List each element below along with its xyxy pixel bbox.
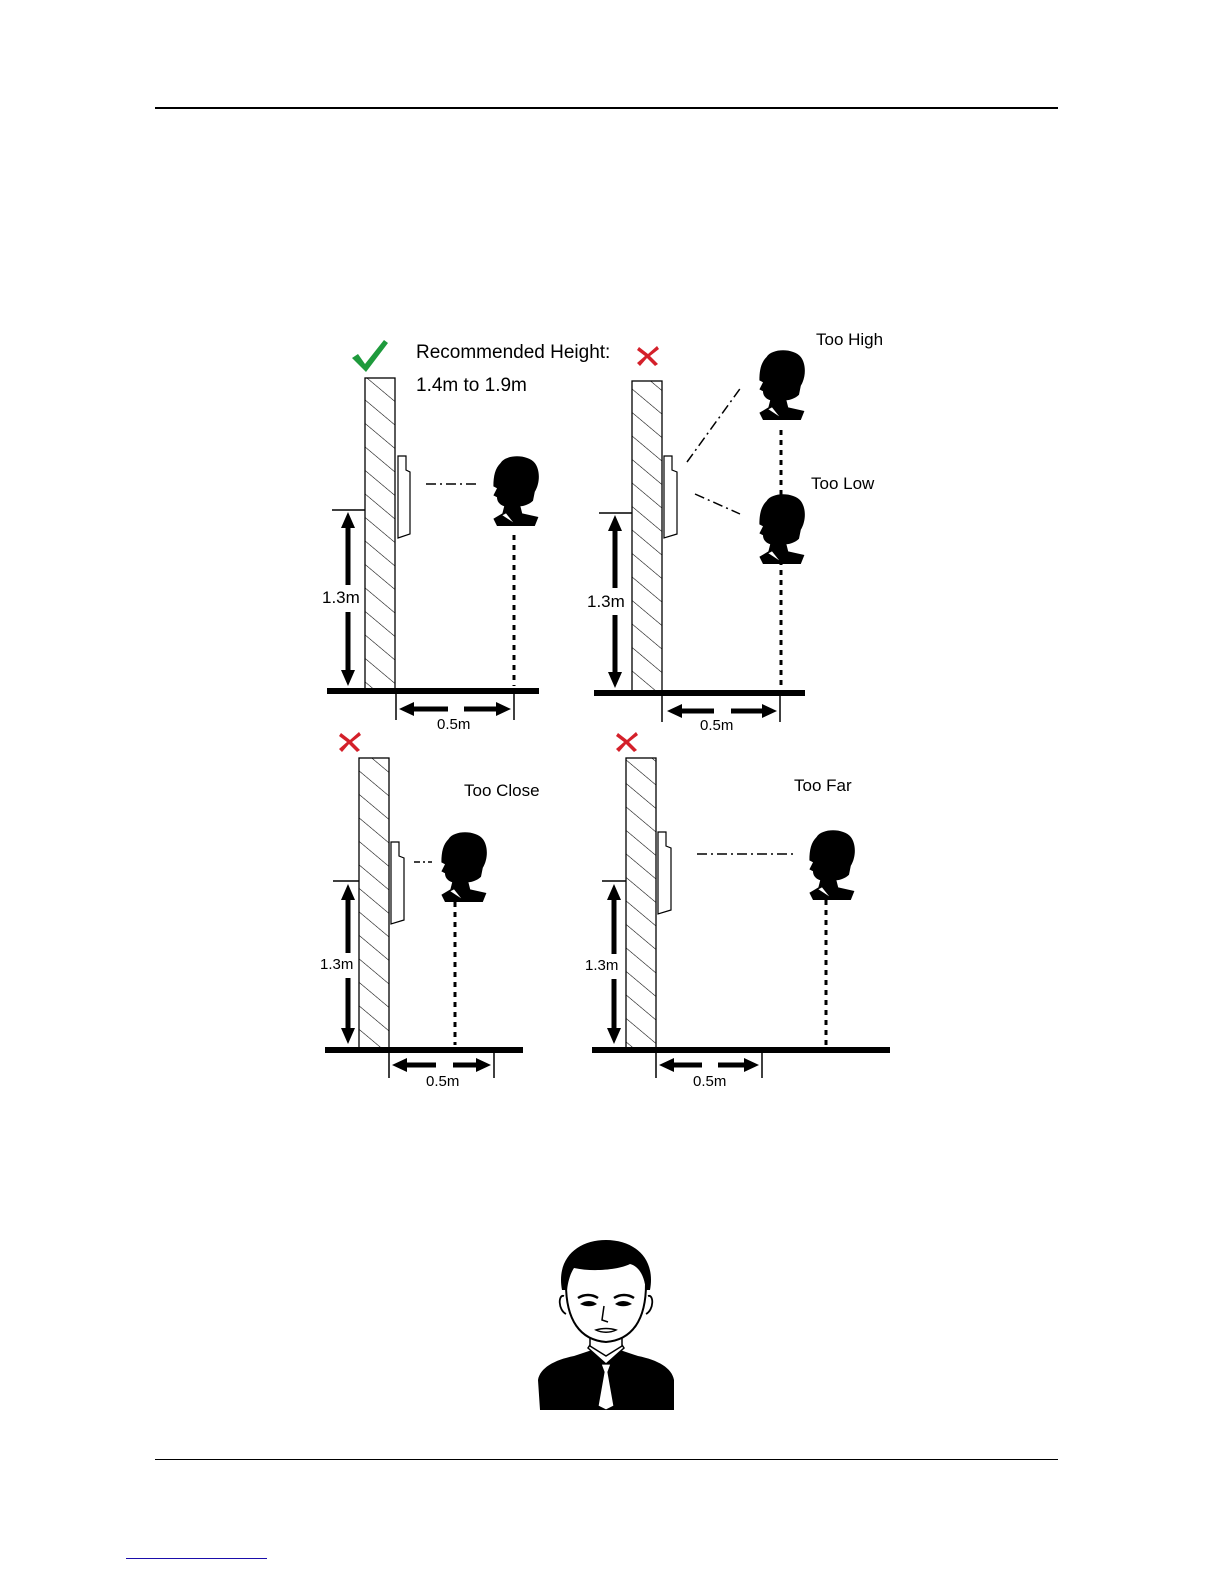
wall <box>626 758 656 1048</box>
height-label: 1.3m <box>585 958 618 973</box>
frontal-face-illustration <box>534 1240 678 1410</box>
footer-rule <box>155 1459 1058 1460</box>
floor <box>592 1047 890 1053</box>
distance-label: 0.5m <box>693 1074 726 1089</box>
cross-icon <box>615 731 639 753</box>
device <box>658 832 671 914</box>
footer-link-underline[interactable] <box>126 1558 267 1559</box>
too-far-label: Too Far <box>794 777 852 794</box>
